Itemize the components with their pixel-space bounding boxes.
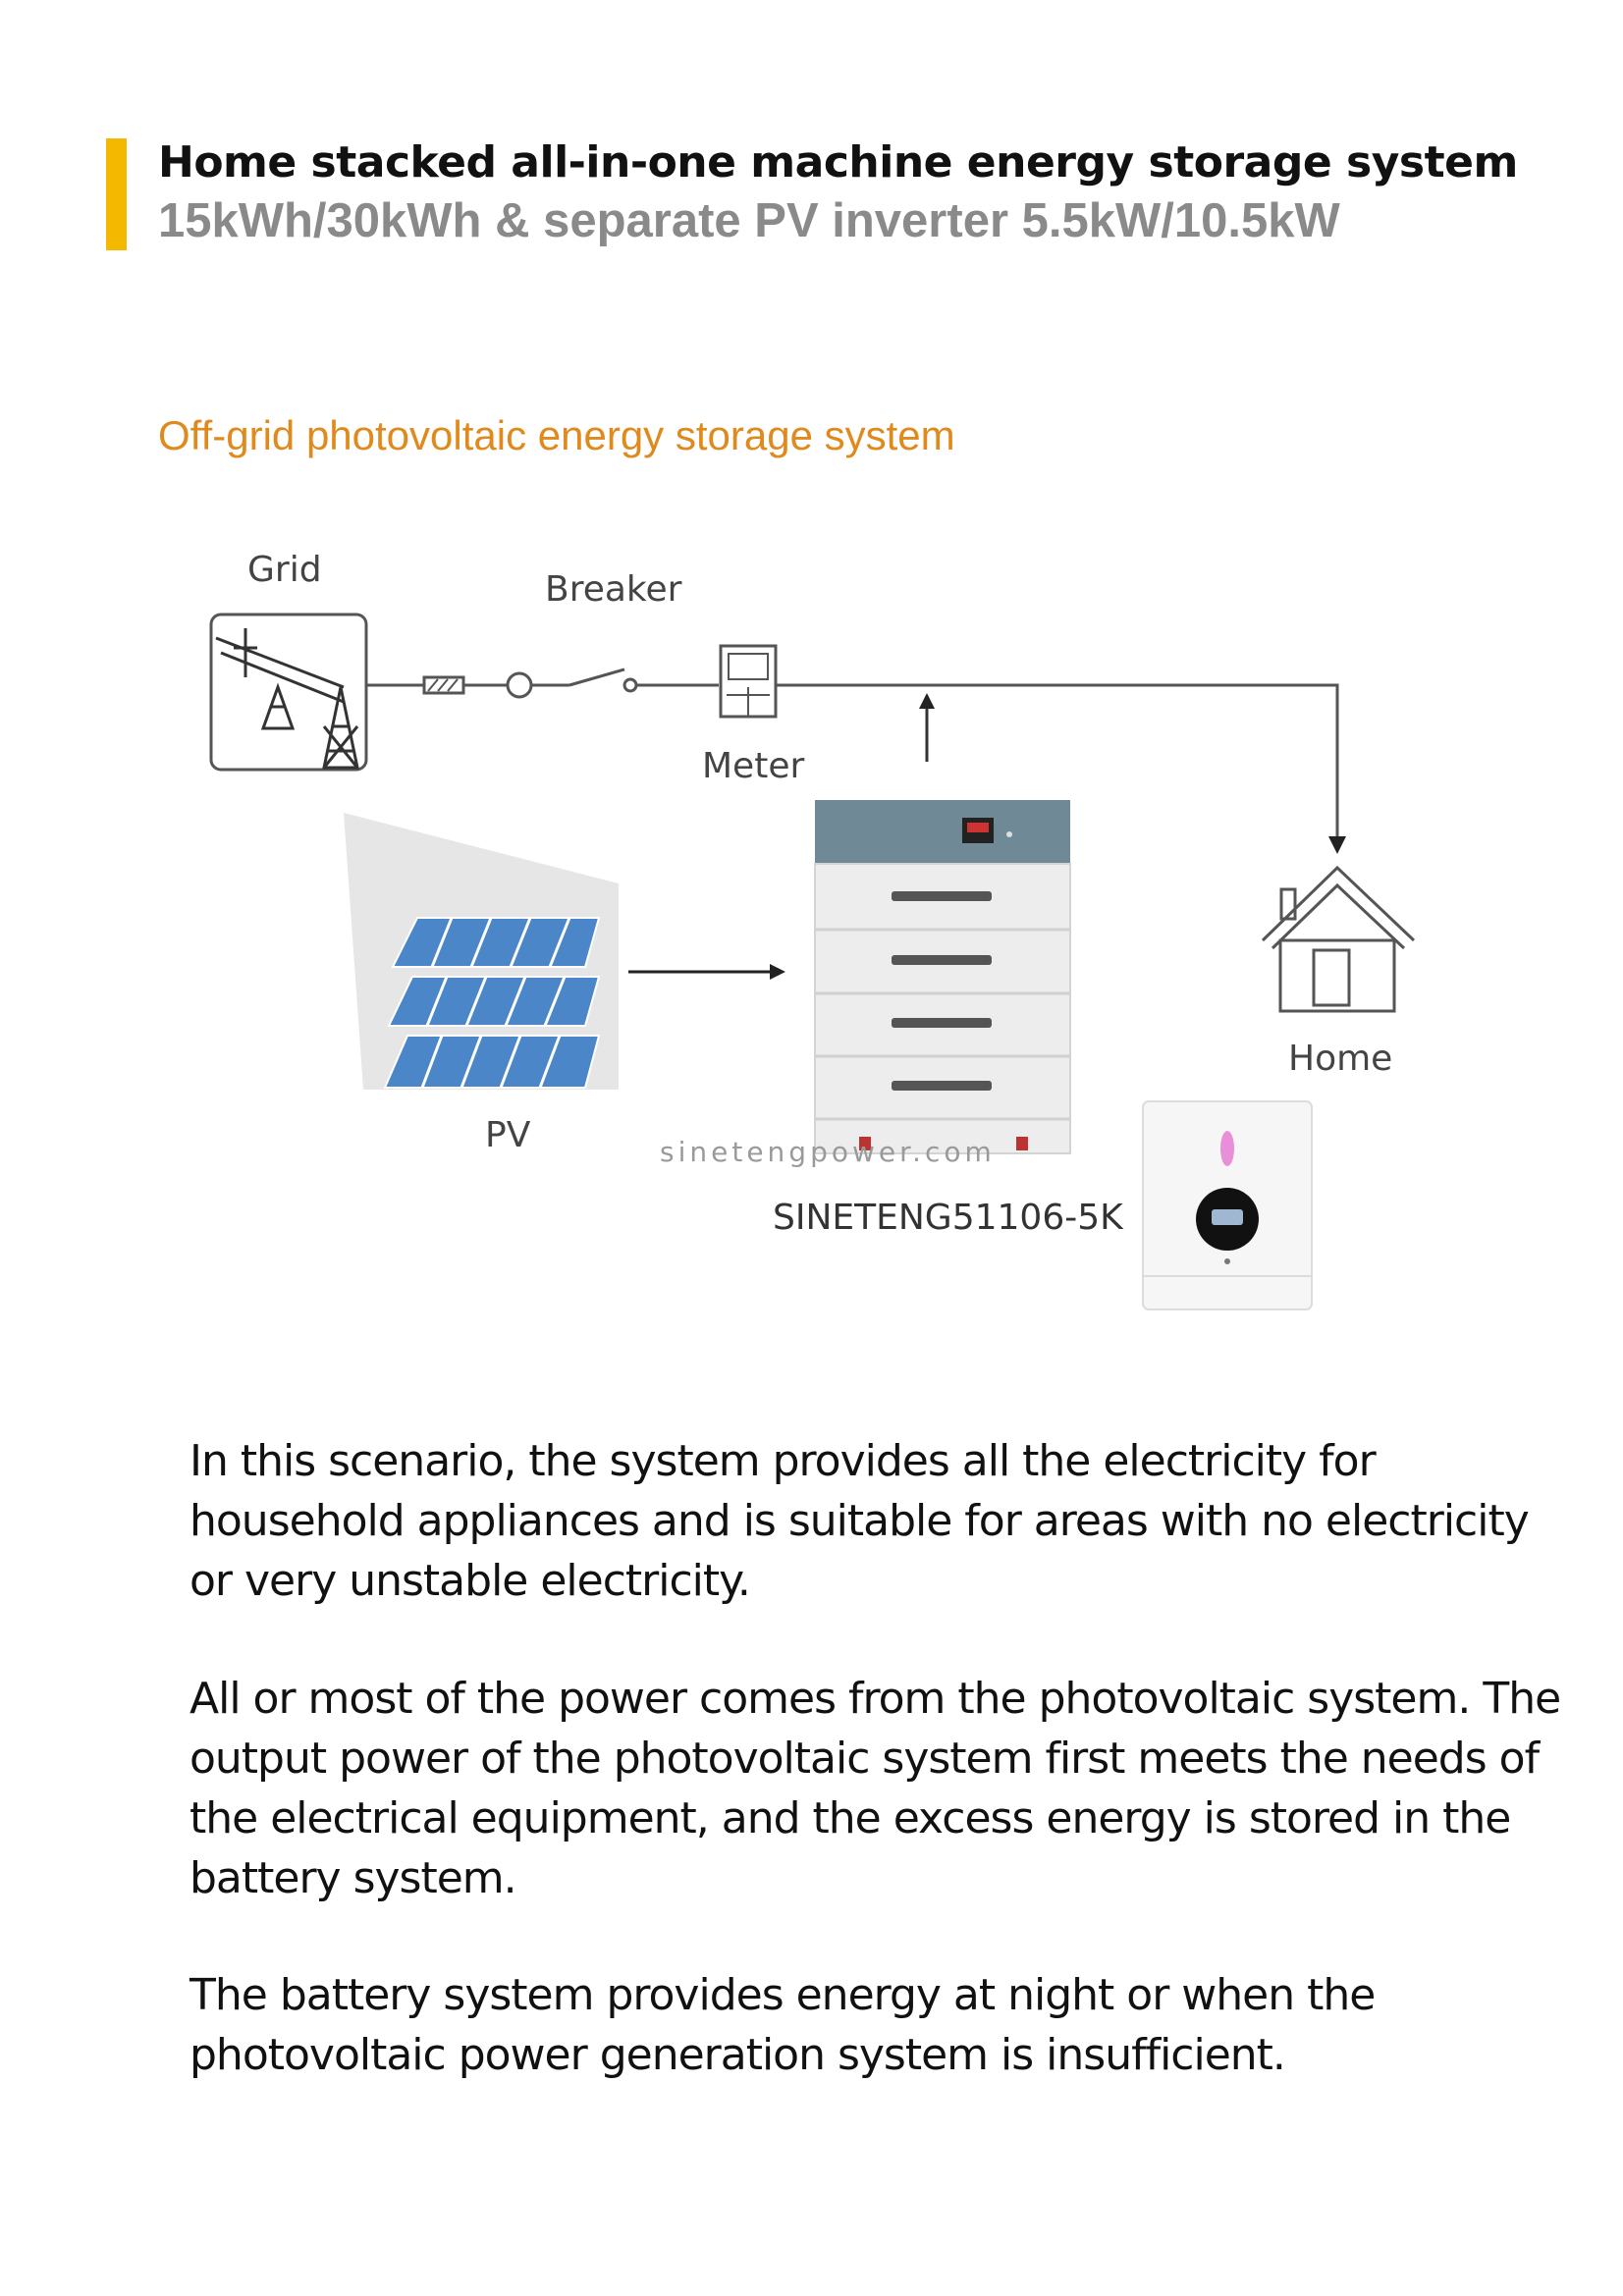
breaker-label: Breaker xyxy=(545,569,682,610)
paragraph-3: The battery system provides energy at ni… xyxy=(189,1970,1376,2080)
home-label: Home xyxy=(1288,1039,1392,1079)
fuse-icon xyxy=(422,675,465,695)
battery-stack-icon xyxy=(814,800,1071,1154)
paragraph-1: In this scenario, the system provides al… xyxy=(189,1436,1530,1606)
wire-meter-home xyxy=(776,683,1339,842)
watermark-text: sinetengpower.com xyxy=(660,1136,996,1168)
paragraph-2: All or most of the power comes from the … xyxy=(189,1674,1561,1903)
meter-icon xyxy=(719,644,778,719)
page-title: Home stacked all-in-one machine energy s… xyxy=(158,137,1518,187)
model-label: SINETENG51106-5K xyxy=(773,1198,1124,1238)
arrow-up-head xyxy=(919,693,935,709)
meter-label: Meter xyxy=(702,746,804,786)
inverter-icon xyxy=(1142,1100,1313,1310)
arrow-pv-head xyxy=(770,964,785,980)
header-accent-bar xyxy=(106,138,127,250)
house-icon xyxy=(1261,865,1416,1013)
grid-label: Grid xyxy=(247,550,322,590)
page-subtitle: 15kWh/30kWh & separate PV inverter 5.5kW… xyxy=(158,194,1340,247)
system-diagram: Grid Breaker Meter xyxy=(209,550,1416,1310)
breaker-switch-icon xyxy=(506,667,719,699)
solar-panel-icon xyxy=(344,813,619,1090)
pv-label: PV xyxy=(485,1115,531,1155)
grid-tower-icon xyxy=(209,613,368,772)
section-title: Off-grid photovoltaic energy storage sys… xyxy=(158,412,955,458)
arrow-to-home xyxy=(1328,836,1346,854)
